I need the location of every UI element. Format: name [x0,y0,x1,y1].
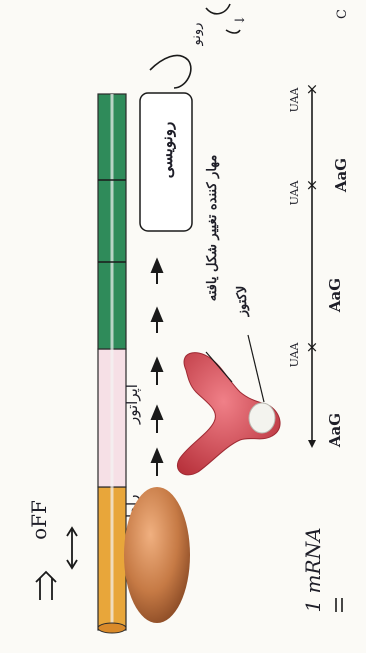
svg-text:↓: ↓ [233,15,248,26]
transcription-arrows [152,260,162,476]
dna-strand [98,94,126,633]
svg-text:×: × [306,338,319,356]
mrna-line: × × × [306,80,319,448]
off-label: oFF [27,500,51,540]
rna-polymerase [124,487,190,623]
svg-text:×: × [306,176,319,194]
lactose-label: لاکتوز [235,286,250,318]
mrna-label: 1 mRNA [301,527,325,612]
operator-label: اپراتور [123,384,141,425]
codon-aag-1: AaG [326,413,344,448]
codon-aag-2: AaG [326,278,344,313]
codon-uaa-3: UAA [288,87,301,113]
equals-mark [336,598,342,612]
lactose-molecule [249,403,275,433]
transcription-label: رونویسی [158,122,176,178]
codon-uaa-1: UAA [288,342,301,368]
svg-text:C: C [335,9,350,19]
svg-text:رونو: رونو [189,23,204,47]
codon-uaa-2: UAA [288,180,301,206]
lactose-pointer [248,335,264,402]
double-arrow [67,528,77,568]
off-arrow [36,572,56,600]
codon-aag-3: AaG [332,158,350,193]
svg-text:×: × [306,80,319,98]
repressor-label: مهار کننده تغییر شکل یافته [205,155,220,302]
